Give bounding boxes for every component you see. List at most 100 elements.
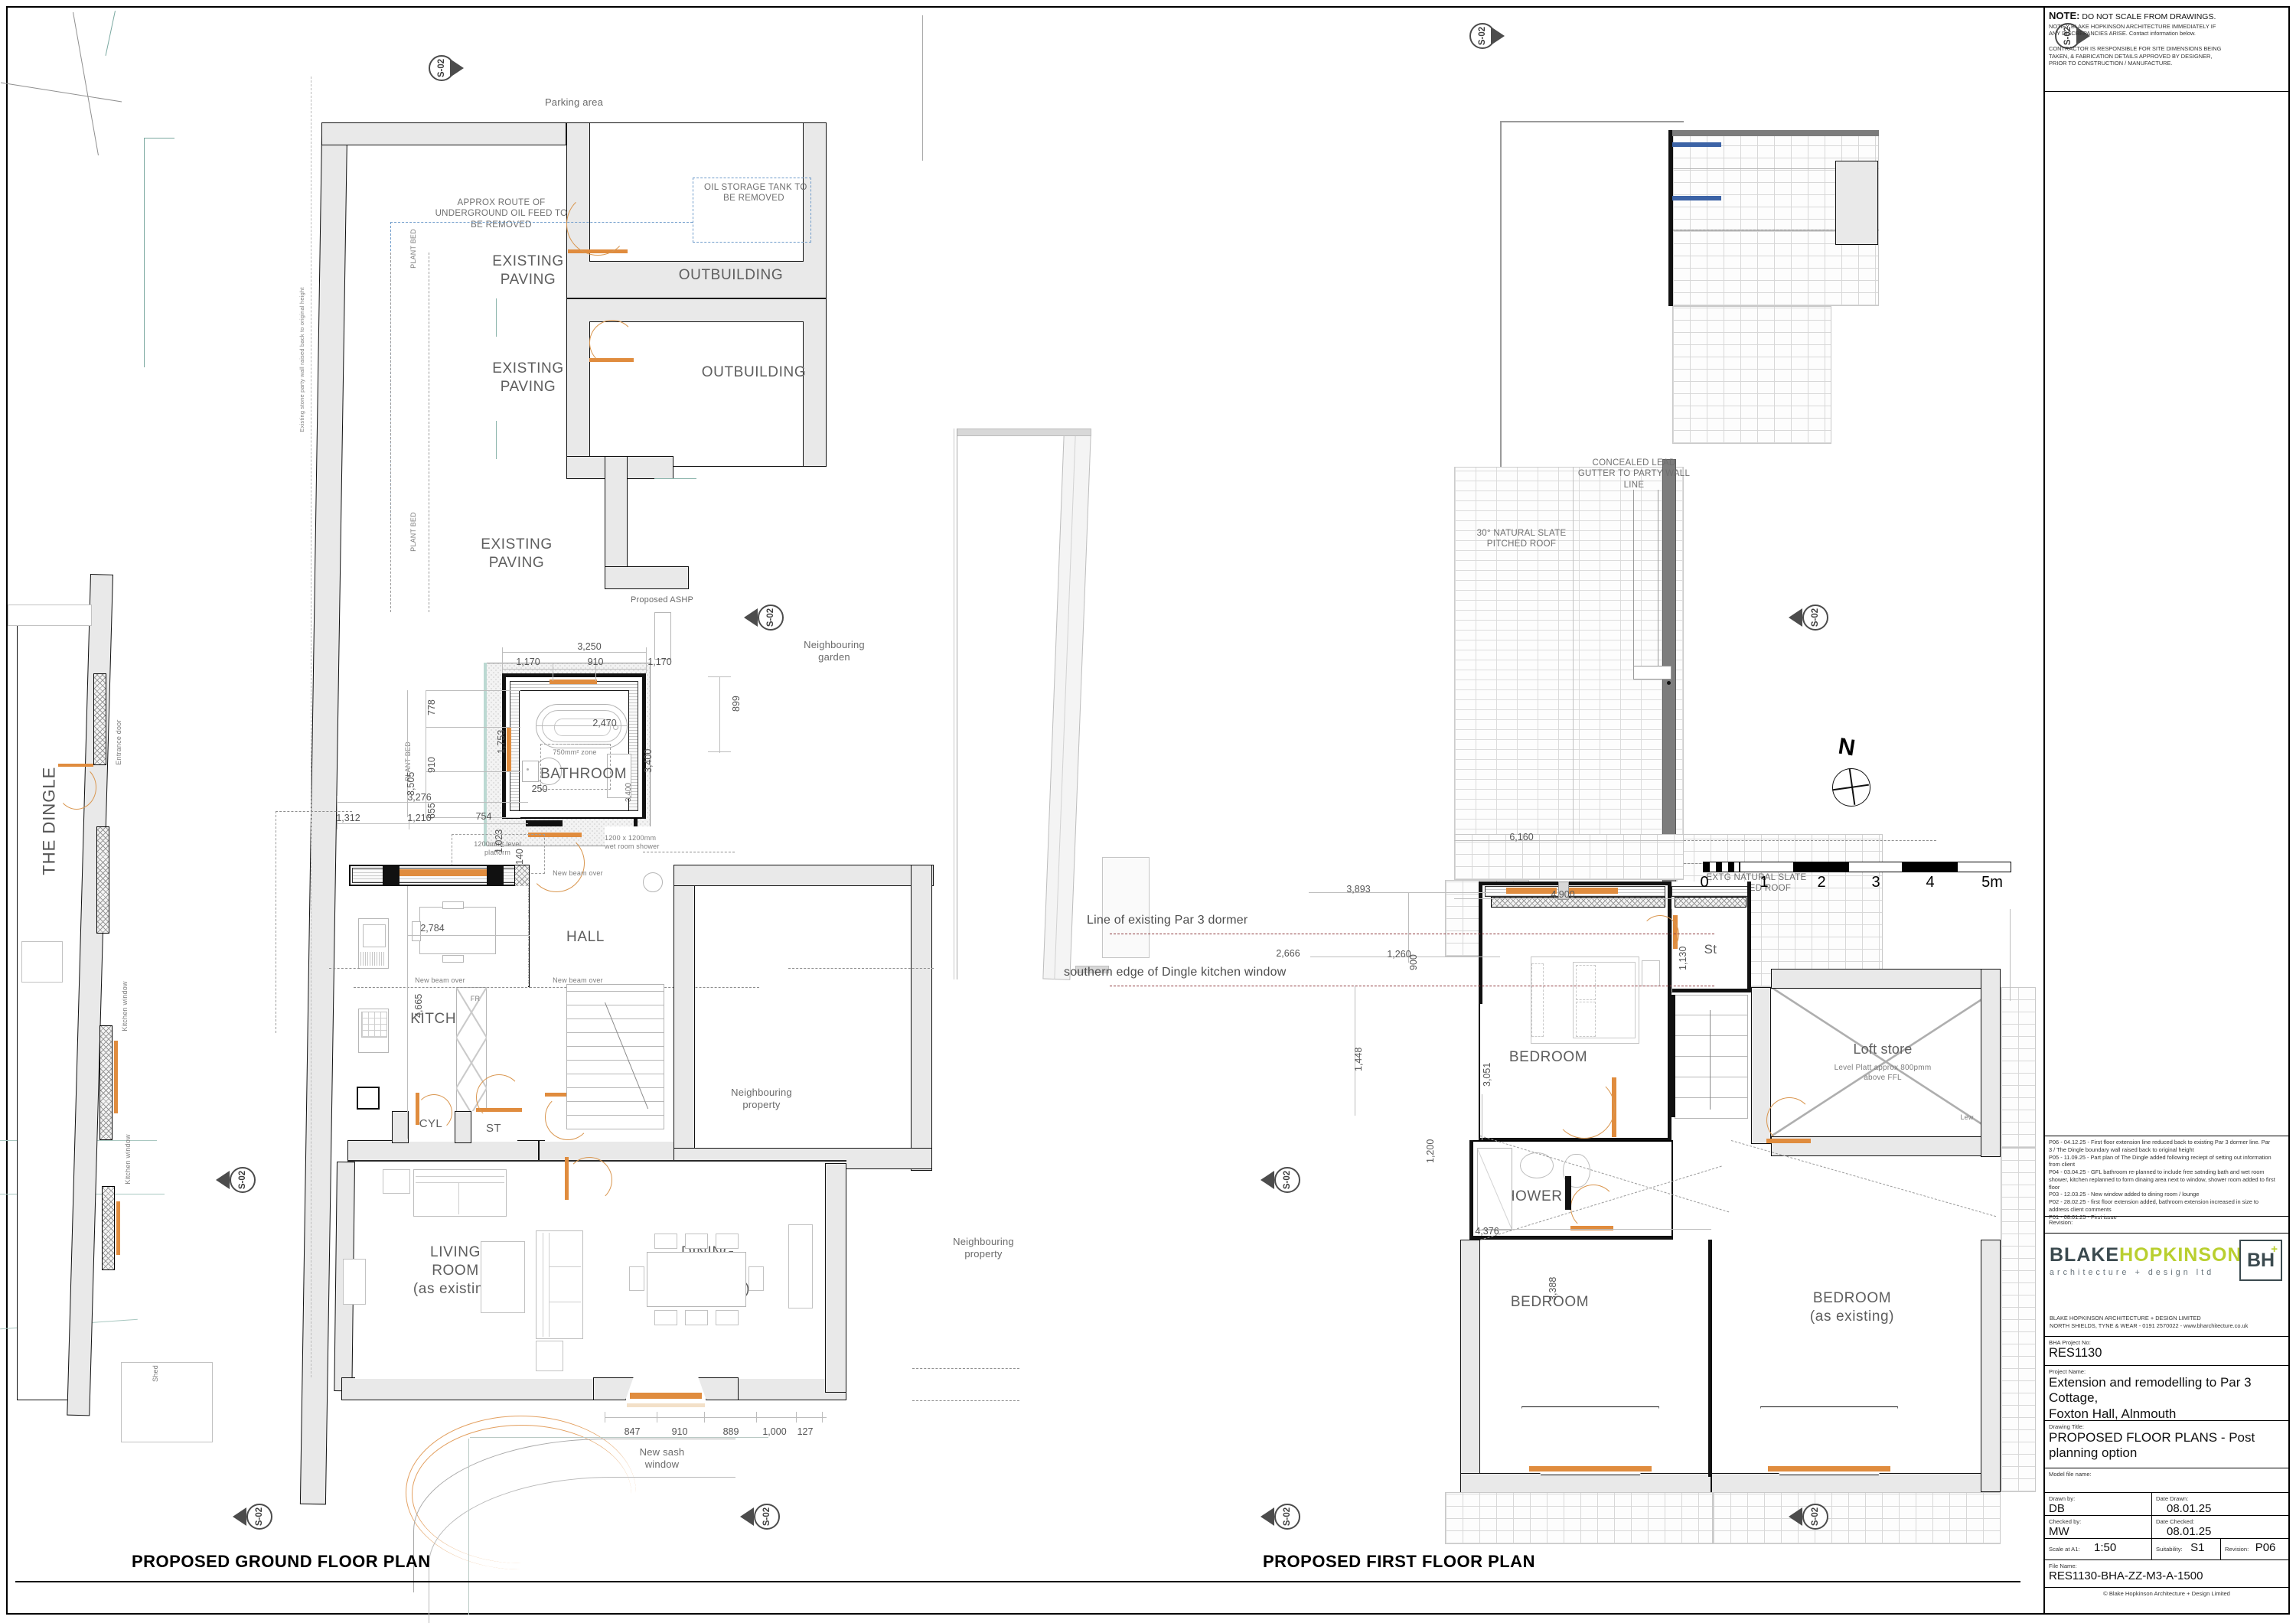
dormer-line-label: Line of existing Par 3 dormer <box>1087 914 1248 927</box>
file-name-cell: File Name: RES1130-BHA-ZZ-M3-A-1500 <box>2045 1560 2288 1588</box>
roof-block-upper-2 <box>1672 306 1831 444</box>
dimension-text: 754 <box>475 811 492 822</box>
roof-right-strip-2 <box>2001 987 2036 1148</box>
model-file-cell: Model file name: <box>2045 1468 2288 1493</box>
dimension-text: 1,260 <box>1387 949 1411 960</box>
ground-floor-plan-title: PROPOSED GROUND FLOOR PLAN <box>132 1552 431 1571</box>
section-marker-ff-1[interactable]: S-02 <box>2055 23 2090 49</box>
project-name-cell: Project Name: Extension and remodelling … <box>2045 1366 2288 1421</box>
note-line: ANY DISCREPANCIES ARISE. Contact informa… <box>2049 30 2196 37</box>
bathroom-wall-right <box>642 673 646 819</box>
living-room-right-wall <box>825 1163 846 1393</box>
note-line: CONTRACTOR IS RESPONSIBLE FOR SITE DIMEN… <box>2049 44 2222 52</box>
hall-wall-top <box>673 865 934 886</box>
bedroom-3-label: BEDROOM (as existing) <box>1809 1290 1895 1325</box>
logo-mark-text: BH <box>2246 1249 2275 1271</box>
roof-right-strip <box>2001 1148 2036 1492</box>
garden-line-2 <box>470 1437 768 1439</box>
the-dingle-part-plan: THE DINGLE Entrance door Kitchen window … <box>0 574 213 1442</box>
date-checked-label: Date Checked: <box>2156 1518 2195 1525</box>
revision-line: shower, kitchen replanned to form dinain… <box>2049 1175 2275 1183</box>
dingle-furniture-2 <box>8 605 92 626</box>
section-marker-label: S-02 <box>1478 26 1487 46</box>
dimension-text: 4,376 <box>1475 1226 1499 1237</box>
ff-ext-hatch-top <box>1491 897 1665 908</box>
dimension-text: 1,448 <box>1353 1047 1364 1071</box>
st-door-swing <box>476 1074 522 1120</box>
section-marker-ff-6[interactable]: S-02 <box>1789 1504 1828 1530</box>
section-marker-ff-3[interactable]: S-02 <box>1789 605 1828 631</box>
scale-bar: 0 1 2 3 4 5m <box>1700 862 2032 895</box>
file-name-label: File Name: <box>2049 1563 2077 1569</box>
shower-wall-left <box>1469 1140 1473 1240</box>
shower-wall-bottom <box>1469 1236 1673 1240</box>
scale-seg-5 <box>1957 862 2011 872</box>
section-marker-ff-4[interactable]: S-02 <box>1261 1167 1300 1193</box>
dingle-furniture-1 <box>21 941 63 983</box>
section-marker-g-3[interactable]: S-02 <box>216 1167 256 1193</box>
kitchen-chair-1 <box>442 901 464 909</box>
paving-arrow-2 <box>496 421 497 459</box>
dimension-text: 1,130 <box>1678 946 1688 970</box>
revision-header-label: Revision: <box>2049 1219 2073 1226</box>
scale-cell: Scale at A1: 1:50 <box>2045 1539 2152 1560</box>
date-drawn-value: 08.01.25 <box>2167 1502 2212 1515</box>
dimension-text: 2,784 <box>420 923 445 934</box>
left-glazing-top <box>957 429 1091 436</box>
section-marker-ff-2[interactable]: S-02 <box>1469 23 1505 49</box>
bathroom-label: BATHROOM <box>540 766 628 782</box>
shower-drain <box>643 872 663 892</box>
plant-bed-label-1: PLANT BED <box>409 229 417 269</box>
section-marker-g-5[interactable]: S-02 <box>740 1504 780 1530</box>
side-table-1 <box>383 1169 410 1194</box>
shower-door-jamb <box>1565 1176 1571 1210</box>
bathtub <box>536 704 628 748</box>
section-marker-g-2[interactable]: S-02 <box>744 605 784 631</box>
dining-chair-2 <box>685 1234 708 1249</box>
rev-cell: Revision: P06 <box>2221 1539 2288 1560</box>
bedroom-3-bay-window <box>1760 1406 1898 1475</box>
dimension-text: 778 <box>426 699 437 715</box>
cyl-door-swing <box>416 1094 452 1131</box>
st-label-ff: St <box>1704 942 1717 957</box>
section-marker-g-1[interactable]: S-02 <box>429 55 464 81</box>
hall-wall-right <box>673 865 695 1163</box>
revision-list: P06 - 04.12.25 - First floor extension l… <box>2049 1139 2285 1221</box>
roof-flashing-top <box>1672 130 1879 136</box>
note-line: TAKEN, & FABRICATION DETAILS APPROVED BY… <box>2049 52 2213 60</box>
bathroom-window-2 <box>507 727 511 771</box>
kitchen-chair-2 <box>442 955 464 963</box>
north-circle <box>1832 768 1870 807</box>
dimension-text: 910 <box>671 1426 688 1437</box>
scale-seg-1 <box>1740 862 1794 872</box>
gutter-leader-1 <box>1633 490 1634 673</box>
plant-bed-label-2: PLANT BED <box>409 512 417 552</box>
dimension-text: 250 <box>531 784 548 794</box>
section-marker-label: S-02 <box>1811 608 1820 627</box>
drawing-title-label: Drawing Title: <box>2049 1423 2084 1430</box>
note-line: PRIOR TO CONSTRUCTION / MANUFACTURE. <box>2049 60 2173 67</box>
logo-text: BLAKEHOPKINSON <box>2050 1244 2242 1266</box>
revision-line: floor <box>2049 1183 2060 1191</box>
left-glazing-strip <box>1042 429 1091 980</box>
tv-unit <box>343 1259 366 1305</box>
section-marker-g-4[interactable]: S-02 <box>233 1504 272 1530</box>
kitchen-window-lintel-l <box>383 865 400 886</box>
st-insul <box>1671 886 1748 897</box>
project-name-label: Project Name: <box>2049 1368 2086 1375</box>
loft-store-right-wall <box>1981 969 2001 1157</box>
plant-bed-dash-1 <box>390 253 391 612</box>
dimension-text: 1,000 <box>762 1426 787 1437</box>
dimension-text: 3,051 <box>1482 1062 1492 1087</box>
roof-edge-dark <box>1668 130 1673 306</box>
party-wall-dot <box>1667 681 1671 685</box>
loft-store-label: Loft store <box>1853 1041 1913 1057</box>
dimension-text: 1,210 <box>407 813 432 823</box>
note-lines: NOTIFY BLAKE HOPKINSON ARCHITECTURE IMME… <box>2049 23 2285 68</box>
drawing-title-value: PROPOSED FLOOR PLANS - Post planning opt… <box>2049 1430 2255 1461</box>
bedroom-2-bottom-wall <box>1460 1473 1711 1493</box>
company-line-1: BLAKE HOPKINSON ARCHITECTURE + DESIGN LI… <box>2050 1315 2201 1322</box>
section-marker-ff-5[interactable]: S-02 <box>1261 1504 1300 1530</box>
neighbour-dash-3 <box>912 1400 1019 1401</box>
roof-flashing-blue <box>1672 142 1721 147</box>
